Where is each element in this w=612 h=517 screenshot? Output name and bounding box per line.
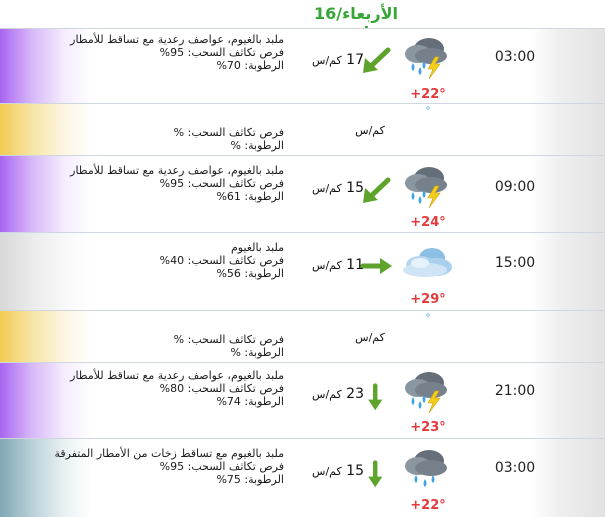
forecast-time: 09:00 (494, 179, 536, 195)
overcast-cloud-icon (403, 248, 452, 277)
wind-arrow-southwest-icon (363, 177, 391, 203)
thunderstorm-rain-icon (405, 372, 447, 414)
temperature: ° (425, 106, 431, 117)
forecast-row: ° كم/س فرص تكاثف السحب: % الرطوبة: % (0, 103, 605, 155)
thunderstorm-rain-icon (405, 38, 447, 80)
humidity: الرطوبة: % (230, 139, 284, 152)
wind-speed: كم/س (355, 331, 385, 344)
forecast-time: 15:00 (494, 255, 536, 271)
forecast-time: 03:00 (494, 460, 536, 476)
forecast-time: 21:00 (494, 383, 536, 399)
forecast-row: 03:00 +22° 15 كم/س ملبد بالغيوم مع تساقط… (0, 438, 605, 517)
humidity: الرطوبة: 70% (216, 59, 284, 72)
forecast-row: 03:00 +22° 17 كم/س ملبد بالغيوم، عواصف ر… (0, 28, 605, 103)
wind-speed: 15 كم/س (312, 463, 364, 479)
cloud-chance: فرص تكاثف السحب: 95% (159, 46, 284, 59)
temperature: +23° (410, 420, 446, 435)
cloud-chance: فرص تكاثف السحب: 95% (159, 177, 284, 190)
cloud-chance: فرص تكاثف السحب: % (173, 333, 284, 346)
temperature: ° (425, 313, 431, 324)
humidity: الرطوبة: 75% (216, 473, 284, 486)
cloud-chance: فرص تكاثف السحب: 80% (159, 382, 284, 395)
humidity: الرطوبة: 56% (216, 267, 284, 280)
condition-text: ملبد بالغيوم، عواصف رعدية مع تساقط للأمط… (70, 33, 284, 46)
forecast-details: ملبد بالغيوم، عواصف رعدية مع تساقط للأمط… (70, 33, 284, 72)
cloud-chance: فرص تكاثف السحب: % (173, 126, 284, 139)
rain-showers-icon (405, 450, 447, 487)
condition-text: ملبد بالغيوم، عواصف رعدية مع تساقط للأمط… (70, 164, 284, 177)
forecast-details: ملبد بالغيوم فرص تكاثف السحب: 40% الرطوب… (88, 241, 284, 280)
wind-arrow-south-icon (368, 460, 383, 488)
forecast-row: 21:00 +23° 23 كم/س ملبد بالغيوم، عواصف ر… (0, 362, 605, 438)
forecast-details: فرص تكاثف السحب: % الرطوبة: % (88, 126, 284, 152)
wind-arrow-southwest-icon (363, 47, 391, 73)
condition-text: ملبد بالغيوم، عواصف رعدية مع تساقط للأمط… (70, 369, 284, 382)
forecast-details: ملبد بالغيوم، عواصف رعدية مع تساقط للأمط… (70, 164, 284, 203)
forecast-details: فرص تكاثف السحب: % الرطوبة: % (88, 333, 284, 359)
forecast-row: ° كم/س فرص تكاثف السحب: % الرطوبة: % (0, 310, 605, 362)
date-header: الأربعاء/16 مارس (314, 4, 398, 42)
wind-speed: 11 كم/س (312, 257, 364, 273)
temperature: +22° (410, 87, 446, 102)
humidity: الرطوبة: 74% (216, 395, 284, 408)
forecast-row: 09:00 +24° 15 كم/س ملبد بالغيوم، عواصف ر… (0, 155, 605, 232)
temperature: +22° (410, 498, 446, 513)
temperature: +29° (410, 292, 446, 307)
wind-speed: 15 كم/س (312, 180, 364, 196)
temperature: +24° (410, 215, 446, 230)
cloud-chance: فرص تكاثف السحب: 95% (159, 460, 284, 473)
wind-arrow-east-icon (360, 258, 392, 274)
condition-text: ملبد بالغيوم (230, 241, 284, 254)
forecast-details: ملبد بالغيوم، عواصف رعدية مع تساقط للأمط… (70, 369, 284, 408)
forecast-time: 03:00 (494, 49, 536, 65)
wind-speed: 17 كم/س (312, 52, 364, 68)
forecast-row: 15:00 +29° 11 كم/س ملبد بالغيوم فرص تكاث… (0, 232, 605, 310)
wind-speed: 23 كم/س (312, 386, 364, 402)
humidity: الرطوبة: % (230, 346, 284, 359)
wind-arrow-south-icon (368, 383, 383, 411)
condition-text: ملبد بالغيوم مع تساقط زخات من الأمطار ال… (54, 447, 284, 460)
humidity: الرطوبة: 61% (216, 190, 284, 203)
thunderstorm-rain-icon (405, 167, 447, 209)
forecast-details: ملبد بالغيوم مع تساقط زخات من الأمطار ال… (54, 447, 284, 486)
cloud-chance: فرص تكاثف السحب: 40% (159, 254, 284, 267)
wind-speed: كم/س (355, 124, 385, 137)
